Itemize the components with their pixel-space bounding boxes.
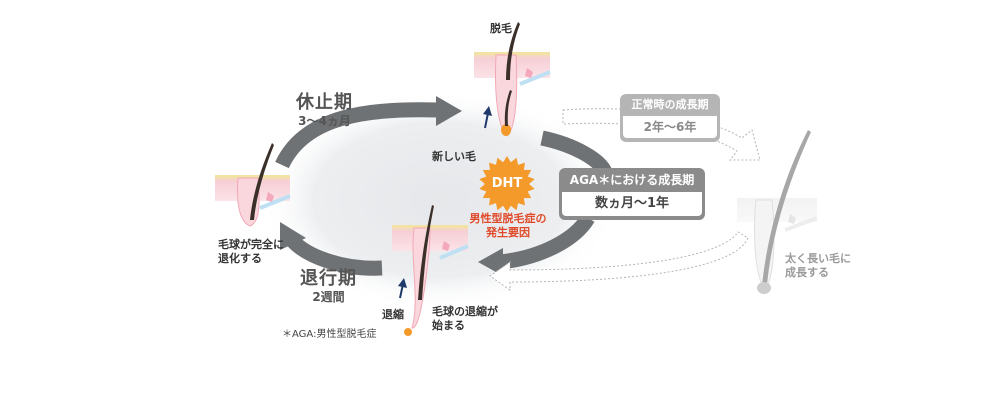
skin-bottom [392,205,469,336]
aga-growth-title: AGA＊における成長期 [569,173,695,187]
label-fully-regressed: 毛球が完全に 退化する [218,238,284,265]
footnote: ＊AGA:男性型脱毛症 [282,329,377,340]
skin-left [215,143,291,227]
arrow-telogen [275,102,439,169]
label-bulb-shrinking: 毛球の退縮が 始まる [432,305,498,332]
phase-catagen-duration: 2週間 [312,290,345,304]
normal-growth-duration: 2年～6年 [623,116,717,138]
phase-telogen-duration: 3～4ヵ月 [298,114,351,128]
label-new-hair: 新しい毛 [432,150,476,163]
skin-top [474,22,551,137]
normal-growth-box: 正常時の成長期 2年～6年 [620,94,720,142]
label-thick-long-hair: 太く長い毛に 成長する [785,252,851,279]
label-hair-loss: 脱毛 [490,22,512,35]
skin-right [737,130,818,294]
phase-catagen-name: 退行期 [300,268,357,289]
phase-telogen: 休止期 3～4ヵ月 [296,92,353,129]
dht-badge-text: DHT [491,176,523,191]
arrow-catagen [286,234,383,276]
arrow-aga-bottom-head [478,248,503,276]
aga-growth-box: AGA＊における成長期 数ヵ月～1年 [559,168,705,220]
arrow-aga-bottom [499,213,595,270]
phase-telogen-name: 休止期 [296,92,353,113]
arrow-normal-bottom [489,231,749,291]
arrow-catagen-head [280,222,306,250]
dht-cause: 男性型脱毛症の 発生要因 [469,212,547,239]
normal-growth-title: 正常時の成長期 [631,98,709,111]
arrow-telogen-head [436,96,462,126]
phase-catagen: 退行期 2週間 [300,268,357,305]
aga-growth-duration: 数ヵ月～1年 [562,192,702,216]
dht-starburst [479,156,535,212]
label-regression: 退縮 [382,308,404,321]
